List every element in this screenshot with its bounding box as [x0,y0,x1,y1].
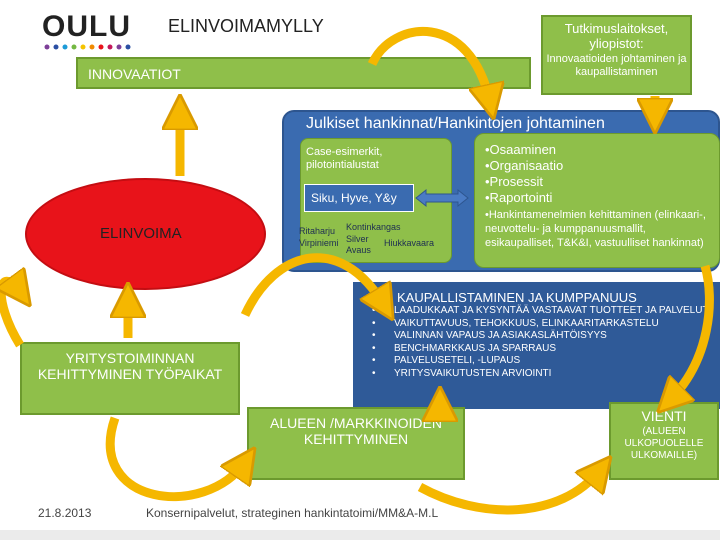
commerce-item: YRITYSVAIKUTUSTEN ARVIOINTI [372,368,717,381]
logo-dot [116,44,122,50]
logo-dot [44,44,50,50]
logo-dot [107,44,113,50]
siku-label: Siku, Hyve, Y&y [311,191,397,205]
logo-dot [89,44,95,50]
footer-text: Konsernipalvelut, strateginen hankintato… [146,506,439,520]
arrow-business-to-regional [105,416,245,502]
oulu-logo-text: OULU [42,10,131,43]
cases-title: Case-esimerkit, pilotointialustat [306,146,383,171]
logo-dot [98,44,104,50]
page-title: ELINVOIMAMYLLY [168,16,324,36]
business-label: YRITYSTOIMINNAN KEHITTYMINEN TYÖPAIKAT [37,350,223,382]
logo-dot [80,44,86,50]
research-detail: Innovaatioiden johtaminen ja kaupallista… [546,53,687,78]
arrow-ellipse-to-commerce [240,253,384,315]
results-list: •Osaaminen •Organisaatio •Prosessit •Rap… [485,142,715,250]
arrow-right-side [670,264,714,400]
bottom-bar [0,530,720,540]
annotation-avaus: Avaus [346,245,371,255]
export-box: VIENTI (ALUEEN ULKOPUOLELLE ULKOMAILLE) [609,402,719,480]
siku-box: Siku, Hyve, Y&y [304,184,414,212]
logo-dot [125,44,131,50]
research-box: Tutkimuslaitokset, yliopistot: Innovaati… [541,15,692,95]
annotation-silver: Silver [346,234,369,244]
logo-dot [71,44,77,50]
results-box [474,133,720,268]
result-item: •Organisaatio [485,158,564,173]
arrow-regional-to-export [417,470,600,515]
vitality-label: ELINVOIMA [100,225,182,242]
commerce-item: VALINNAN VAPAUS JA ASIAKASLÄHTÖISYYS [372,330,717,343]
commerce-item: BENCHMARKKAUS JA SPARRAUS [372,343,717,356]
annotation-virpiniemi: Virpiniemi [299,238,339,248]
logo-dot [62,44,68,50]
innovations-label: INNOVAATIOT [88,66,181,82]
export-detail: (ALUEEN ULKOPUOLELLE ULKOMAILLE) [624,426,704,461]
regional-label: ALUEEN /MARKKINOIDEN KEHITTYMINEN [270,415,442,447]
commerce-item: PALVELUSETELI, -LUPAUS [372,355,717,368]
logo-dots [44,44,131,50]
vitality-ellipse: ELINVOIMA [25,178,266,290]
result-item: •Osaaminen [485,142,557,157]
commerce-list: LAADUKKAAT JA KYSYNTÄÄ VASTAAVAT TUOTTEE… [372,305,717,380]
commerce-title: KAUPALLISTAMINEN JA KUMPPANUUS [397,290,637,305]
annotation-kontinkangas: Kontinkangas [346,222,401,232]
annotation-ritaharju: Ritaharju [299,226,336,236]
arrow-vitality-loop-left [0,281,20,348]
public-procurement-title: Julkiset hankinnat/Hankintojen johtamine… [306,115,605,132]
annotation-hiukkavaara: Hiukkavaara [384,238,435,248]
result-detail: •Hankintamenelmien kehittaminen (elinkaa… [485,209,706,249]
innovations-box: INNOVAATIOT [76,57,531,89]
footer-date: 21.8.2013 [38,506,92,520]
arrow-innovations-to-procurement [367,27,490,102]
research-title: Tutkimuslaitokset, yliopistot: [564,21,669,51]
double-arrow-icon [415,188,469,208]
commerce-item: VAIKUTTAVUUS, TEHOKKUUS, ELINKAARITARKAS… [372,318,717,331]
logo-dot [53,44,59,50]
result-item: •Raportointi [485,190,553,205]
result-item: •Prosessit [485,174,544,189]
business-box: YRITYSTOIMINNAN KEHITTYMINEN TYÖPAIKAT [20,342,240,415]
